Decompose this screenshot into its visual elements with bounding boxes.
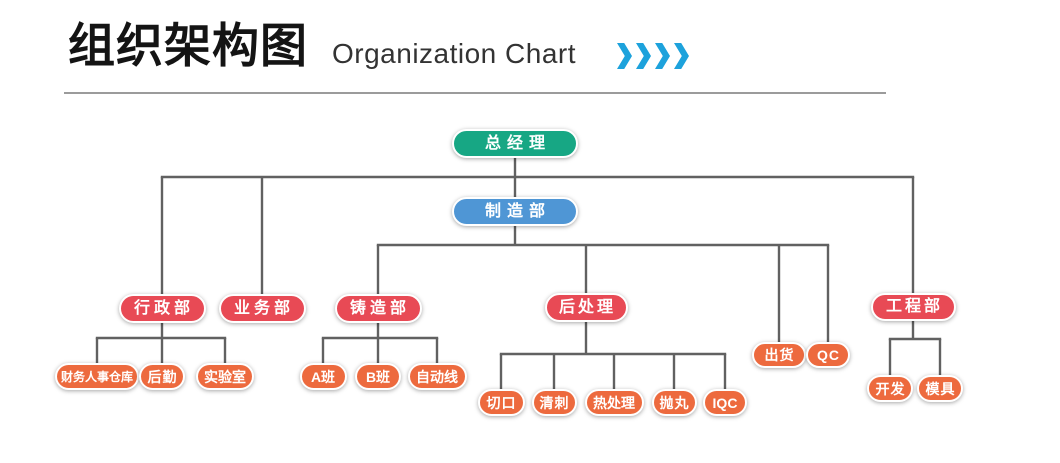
org-node-zidongxian: 自动线	[407, 363, 467, 390]
org-node-paowan: 抛丸	[651, 389, 697, 416]
org-node-muju: 模具	[917, 375, 963, 402]
org-node-a-ban: A班	[299, 363, 347, 390]
chevron-right-icon	[674, 43, 689, 69]
org-node-gongchengbu: 工程部	[870, 293, 956, 321]
org-node-rechuli: 热处理	[584, 389, 644, 416]
org-node-zhizaobu: 制造部	[452, 197, 578, 226]
org-node-xingzhengbu: 行政部	[118, 294, 206, 323]
chevron-right-icon	[636, 43, 651, 69]
page-title-cn: 组织架构图	[68, 19, 308, 72]
org-node-b-ban: B班	[355, 363, 401, 390]
org-node-houchuli: 后处理	[544, 293, 628, 322]
chevron-right-icon	[617, 43, 632, 69]
chevrons-icon	[617, 43, 689, 69]
org-node-chuhuo: 出货	[752, 342, 806, 368]
org-node-zhuzaobu: 铸造部	[334, 294, 422, 323]
org-node-qiekou: 切口	[477, 389, 525, 416]
title-divider	[64, 92, 886, 94]
org-node-houqin: 后勤	[139, 363, 185, 390]
chevron-right-icon	[655, 43, 670, 69]
org-node-iqc: IQC	[703, 389, 747, 416]
org-node-kaifa: 开发	[867, 375, 913, 402]
org-node-shiyanshi: 实验室	[196, 363, 254, 390]
page-title-en: Organization Chart	[332, 38, 577, 69]
org-node-zongjingli: 总经理	[452, 129, 578, 158]
org-node-caiwu: 财务人事仓库	[55, 363, 139, 390]
org-node-yewubu: 业务部	[218, 294, 306, 323]
org-node-qc: QC	[806, 342, 850, 368]
org-node-qingci: 清刺	[531, 389, 577, 416]
